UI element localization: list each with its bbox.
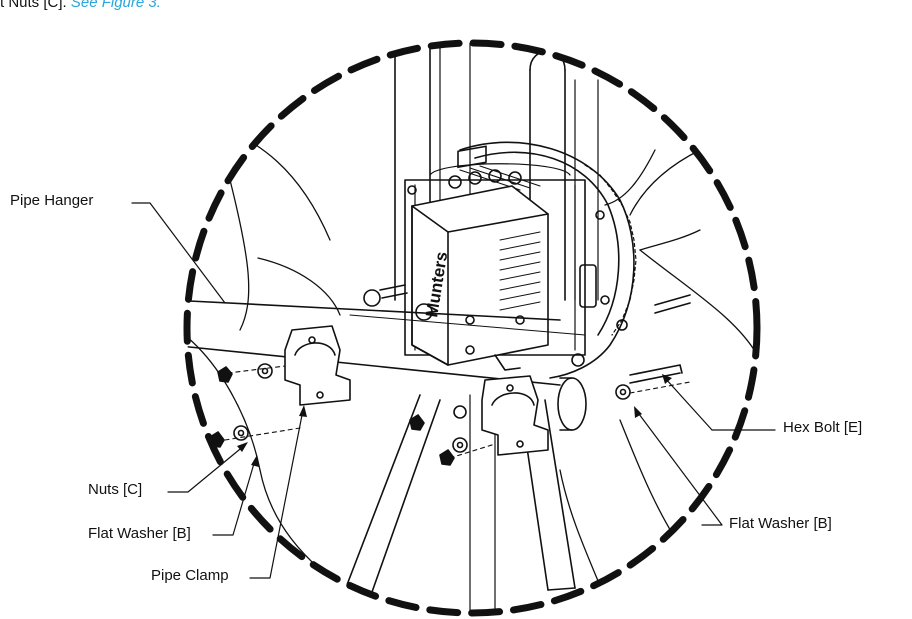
instruction-text: t Nuts [C]. [0, 0, 67, 11]
detail-circle-border [183, 39, 761, 617]
callout-flat-washer-left: Flat Washer [B] [88, 525, 191, 542]
figure-link[interactable]: See Figure 3. [70, 0, 161, 11]
callout-pipe-clamp: Pipe Clamp [151, 567, 229, 584]
callout-nuts: Nuts [C] [88, 481, 143, 498]
pipe-clamp-right [481, 375, 549, 456]
control-box [411, 145, 549, 371]
pipe-clamp-left [284, 325, 351, 406]
fan-blade-outlines [187, 119, 757, 611]
leader-lines [131, 202, 776, 579]
callout-pipe-hanger: Pipe Hanger [10, 192, 94, 209]
callout-flat-washer-right: Flat Washer [B] [729, 515, 832, 532]
motor-housing [459, 141, 637, 379]
callout-hex-bolt: Hex Bolt [E] [783, 419, 863, 436]
instruction-line: t Nuts [C]. See Figure 3. [0, 0, 161, 11]
